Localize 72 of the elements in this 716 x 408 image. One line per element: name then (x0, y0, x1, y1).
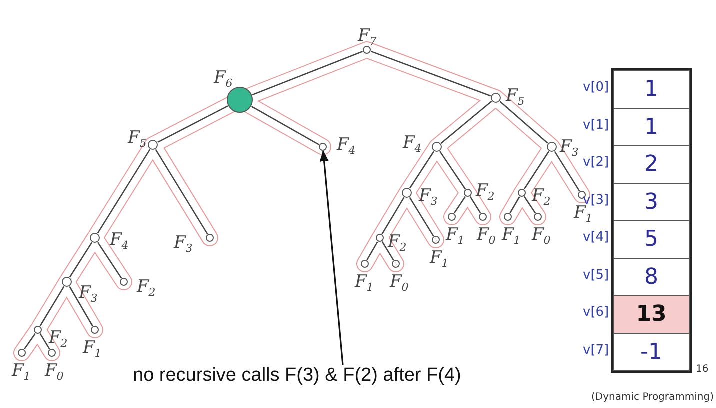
tree-edge (40, 334, 50, 350)
tree-edge (382, 197, 405, 234)
node-label: F$_{4}$ (337, 137, 356, 156)
tree-edge (382, 242, 394, 260)
tree-edge (440, 101, 492, 144)
array-cell: 3 (613, 182, 690, 221)
footer-text: (Dynamic Programming) (592, 392, 714, 403)
tree-edge (97, 242, 122, 279)
node-label: F$_{1}$ (446, 227, 465, 246)
tree-edge (251, 106, 320, 146)
tree-edge (97, 149, 151, 234)
node-label: F$_{0}$ (45, 363, 64, 382)
node-label: F$_{1}$ (83, 340, 102, 359)
array-cell: 13 (613, 295, 690, 334)
tree-edge (440, 151, 466, 190)
arrow (320, 150, 344, 366)
node-label: F$_{1}$ (355, 274, 374, 293)
page-number: 16 (696, 364, 709, 375)
tree-edge (409, 151, 435, 189)
array-cell: 1 (613, 70, 690, 108)
node-label: F$_{6}$ (214, 70, 233, 89)
array-index-label: v[1] (583, 118, 610, 132)
tree-edge (24, 333, 36, 350)
node-label: F$_{5}$ (506, 88, 525, 107)
tree-edge (524, 196, 536, 214)
tree-edge (69, 286, 94, 326)
node-label: F$_{1}$ (502, 227, 521, 246)
tree-edge (158, 106, 228, 144)
tree-edge (366, 242, 378, 260)
tree-edge (69, 242, 93, 278)
node-label: F$_{5}$ (128, 130, 147, 149)
node-label: F$_{3}$ (419, 188, 438, 207)
node-label: F$_{4}$ (110, 232, 129, 251)
tree-edge (40, 286, 65, 326)
node-label: F$_{2}$ (388, 234, 407, 253)
node-label: F$_{2}$ (49, 330, 68, 349)
array-cell: 1 (613, 108, 690, 146)
node-label: F$_{2}$ (476, 183, 495, 202)
node-label: F$_{3}$ (79, 285, 98, 304)
node-label: F$_{0}$ (477, 227, 496, 246)
annotation-text: no recursive calls F(3) & F(2) after F(4) (133, 366, 462, 385)
array-index-label: v[4] (583, 230, 610, 245)
node-label: F$_{1}$ (430, 250, 449, 269)
array-cell: 5 (613, 220, 690, 258)
node-label: F$_{7}$ (358, 28, 377, 47)
tree-edge (554, 151, 580, 192)
tree-edge (454, 196, 466, 214)
tree-edge (252, 51, 364, 96)
node-label: F$_{3}$ (174, 235, 193, 254)
tree-edge (524, 151, 550, 190)
tree-edge (500, 101, 548, 144)
array-index-label: v[2] (583, 155, 610, 170)
array-index-label: v[5] (583, 268, 610, 282)
node-label: F$_{2}$ (532, 188, 551, 207)
node-label: F$_{0}$ (390, 274, 409, 293)
array-cell: 8 (613, 258, 690, 296)
node-label: F$_{0}$ (532, 227, 551, 246)
node-label: F$_{4}$ (403, 135, 422, 154)
node-label: F$_{1}$ (12, 363, 31, 382)
tree-edge (155, 149, 208, 234)
array-index-label: v[0] (583, 80, 610, 95)
array-index-label: v[7] (583, 342, 610, 358)
tree-edge (409, 197, 434, 237)
tree-edge (370, 50, 492, 97)
node-label: F$_{2}$ (137, 279, 156, 298)
node-label: F$_{3}$ (560, 139, 579, 158)
node-label: F$_{1}$ (574, 205, 593, 224)
array-cell: -1 (613, 332, 690, 371)
tree-edge (470, 196, 482, 214)
tree-edge (510, 196, 520, 214)
array-index-label: v[6] (583, 305, 610, 320)
array-cell: 2 (613, 145, 690, 184)
